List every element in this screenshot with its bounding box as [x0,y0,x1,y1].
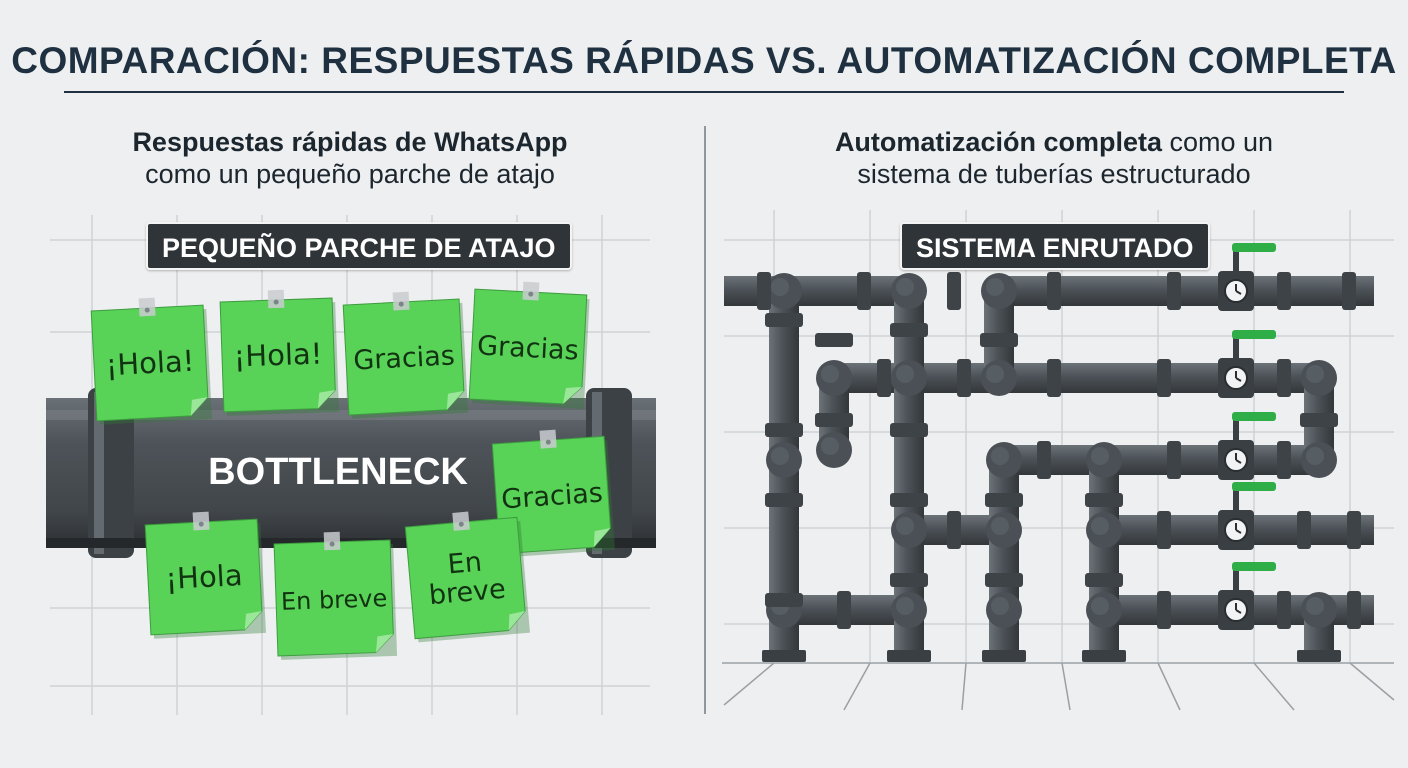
sticky-note-text: Gracias [476,330,579,366]
pipe-coupling [815,413,853,427]
pipe-coupling [765,493,803,507]
right-illustration [722,210,1395,711]
pipe-coupling [815,333,853,347]
title-underline [64,91,1344,93]
main-title: COMPARACIÓN: RESPUESTAS RÁPIDAS VS. AUTO… [11,40,1397,81]
sticky-note-text: Gracias [500,477,603,515]
bottleneck-label: BOTTLENECK [208,451,468,493]
pipe-coupling [1157,359,1171,397]
pipe-coupling [877,359,891,397]
pipe-coupling [1277,272,1291,310]
pipe-base [887,650,931,662]
pipe-coupling [1277,591,1291,629]
pipe-base [982,650,1026,662]
pipe-coupling [1347,591,1361,629]
pipe-coupling [837,591,851,629]
pipe-coupling [765,593,803,607]
sticky-note: ¡Hola! [219,289,340,416]
sticky-note: Gracias [342,291,469,419]
pipe-coupling [1167,441,1181,479]
right-heading-rest: como un [1161,127,1274,157]
pipe-coupling [985,493,1023,507]
left-heading-line2: como un pequeño parche de atajo [145,159,555,189]
pipe-coupling [1085,493,1123,507]
valve [1218,243,1276,311]
valve [1218,412,1276,480]
sticky-note: Enbreve [404,511,531,643]
pipe-coupling [1342,272,1356,310]
pipe-coupling [1157,511,1171,549]
sticky-note-text: ¡Hola! [105,344,195,383]
valve-handle-icon [1232,330,1276,339]
pipe-coupling [1037,441,1051,479]
sticky-note: ¡Hola [144,511,267,639]
pipe-coupling [890,423,928,437]
pipe-coupling [947,511,961,549]
valve [1218,562,1276,630]
pipe-coupling [1047,272,1061,310]
pipe-coupling [1085,573,1123,587]
panel-divider [704,126,706,714]
pipe-base [762,650,806,662]
valve [1218,330,1276,398]
pipe-coupling [765,313,803,327]
pipe-coupling [1347,511,1361,549]
pipe-coupling [957,359,971,397]
sticky-note: Gracias [491,429,615,558]
sticky-note-text: Enbreve [425,545,507,611]
pipe-base [1082,650,1126,662]
sticky-note-text: En breve [280,584,387,616]
pipe-coupling [947,272,961,310]
left-panel-heading: Respuestas rápidas de WhatsApp como un p… [0,126,700,190]
right-panel-heading: Automatización completa como un sistema … [704,126,1404,190]
pipe-coupling [757,272,771,310]
pipe-coupling [1277,359,1291,397]
pipe-coupling [890,573,928,587]
valve-handle-icon [1232,562,1276,571]
valve-handle-icon [1232,412,1276,421]
right-tag: SISTEMA ENRUTADO [900,222,1210,270]
pipe-coupling [1167,272,1181,310]
pipe-coupling [1157,591,1171,629]
valve-handle-icon [1232,482,1276,491]
pipe-coupling [765,423,803,437]
sticky-note: ¡Hola! [90,297,213,425]
pipe-coupling [985,573,1023,587]
sticky-note: En breve [273,531,398,660]
pipe-segment [1004,445,1329,475]
sticky-note-text: ¡Hola! [233,336,323,373]
sticky-note-text: Gracias [353,340,456,376]
valve [1218,482,1276,550]
valve-handle-icon [1232,243,1276,252]
left-heading-line1: Respuestas rápidas de WhatsApp [132,127,568,157]
pipe-coupling [890,493,928,507]
pipe-network [724,243,1374,662]
right-heading-bold: Automatización completa [834,127,1162,157]
sticky-note: Gracias [468,281,590,410]
pipe-base [1297,650,1341,662]
pipe-segment [724,276,904,306]
floor [722,662,1395,711]
pipe-coupling [980,333,1018,347]
pipe-segment [999,276,1374,306]
pipe-coupling [1300,413,1338,427]
left-tag: PEQUEÑO PARCHE DE ATAJO [146,222,572,270]
pipe-coupling [1047,359,1061,397]
pipe-coupling [1277,441,1291,479]
pipe-coupling [1297,511,1311,549]
pipe-coupling [890,323,928,337]
pipe-coupling [857,272,871,310]
sticky-note-text: ¡Hola [165,558,244,596]
right-heading-line2: sistema de tuberías estructurado [857,159,1251,189]
